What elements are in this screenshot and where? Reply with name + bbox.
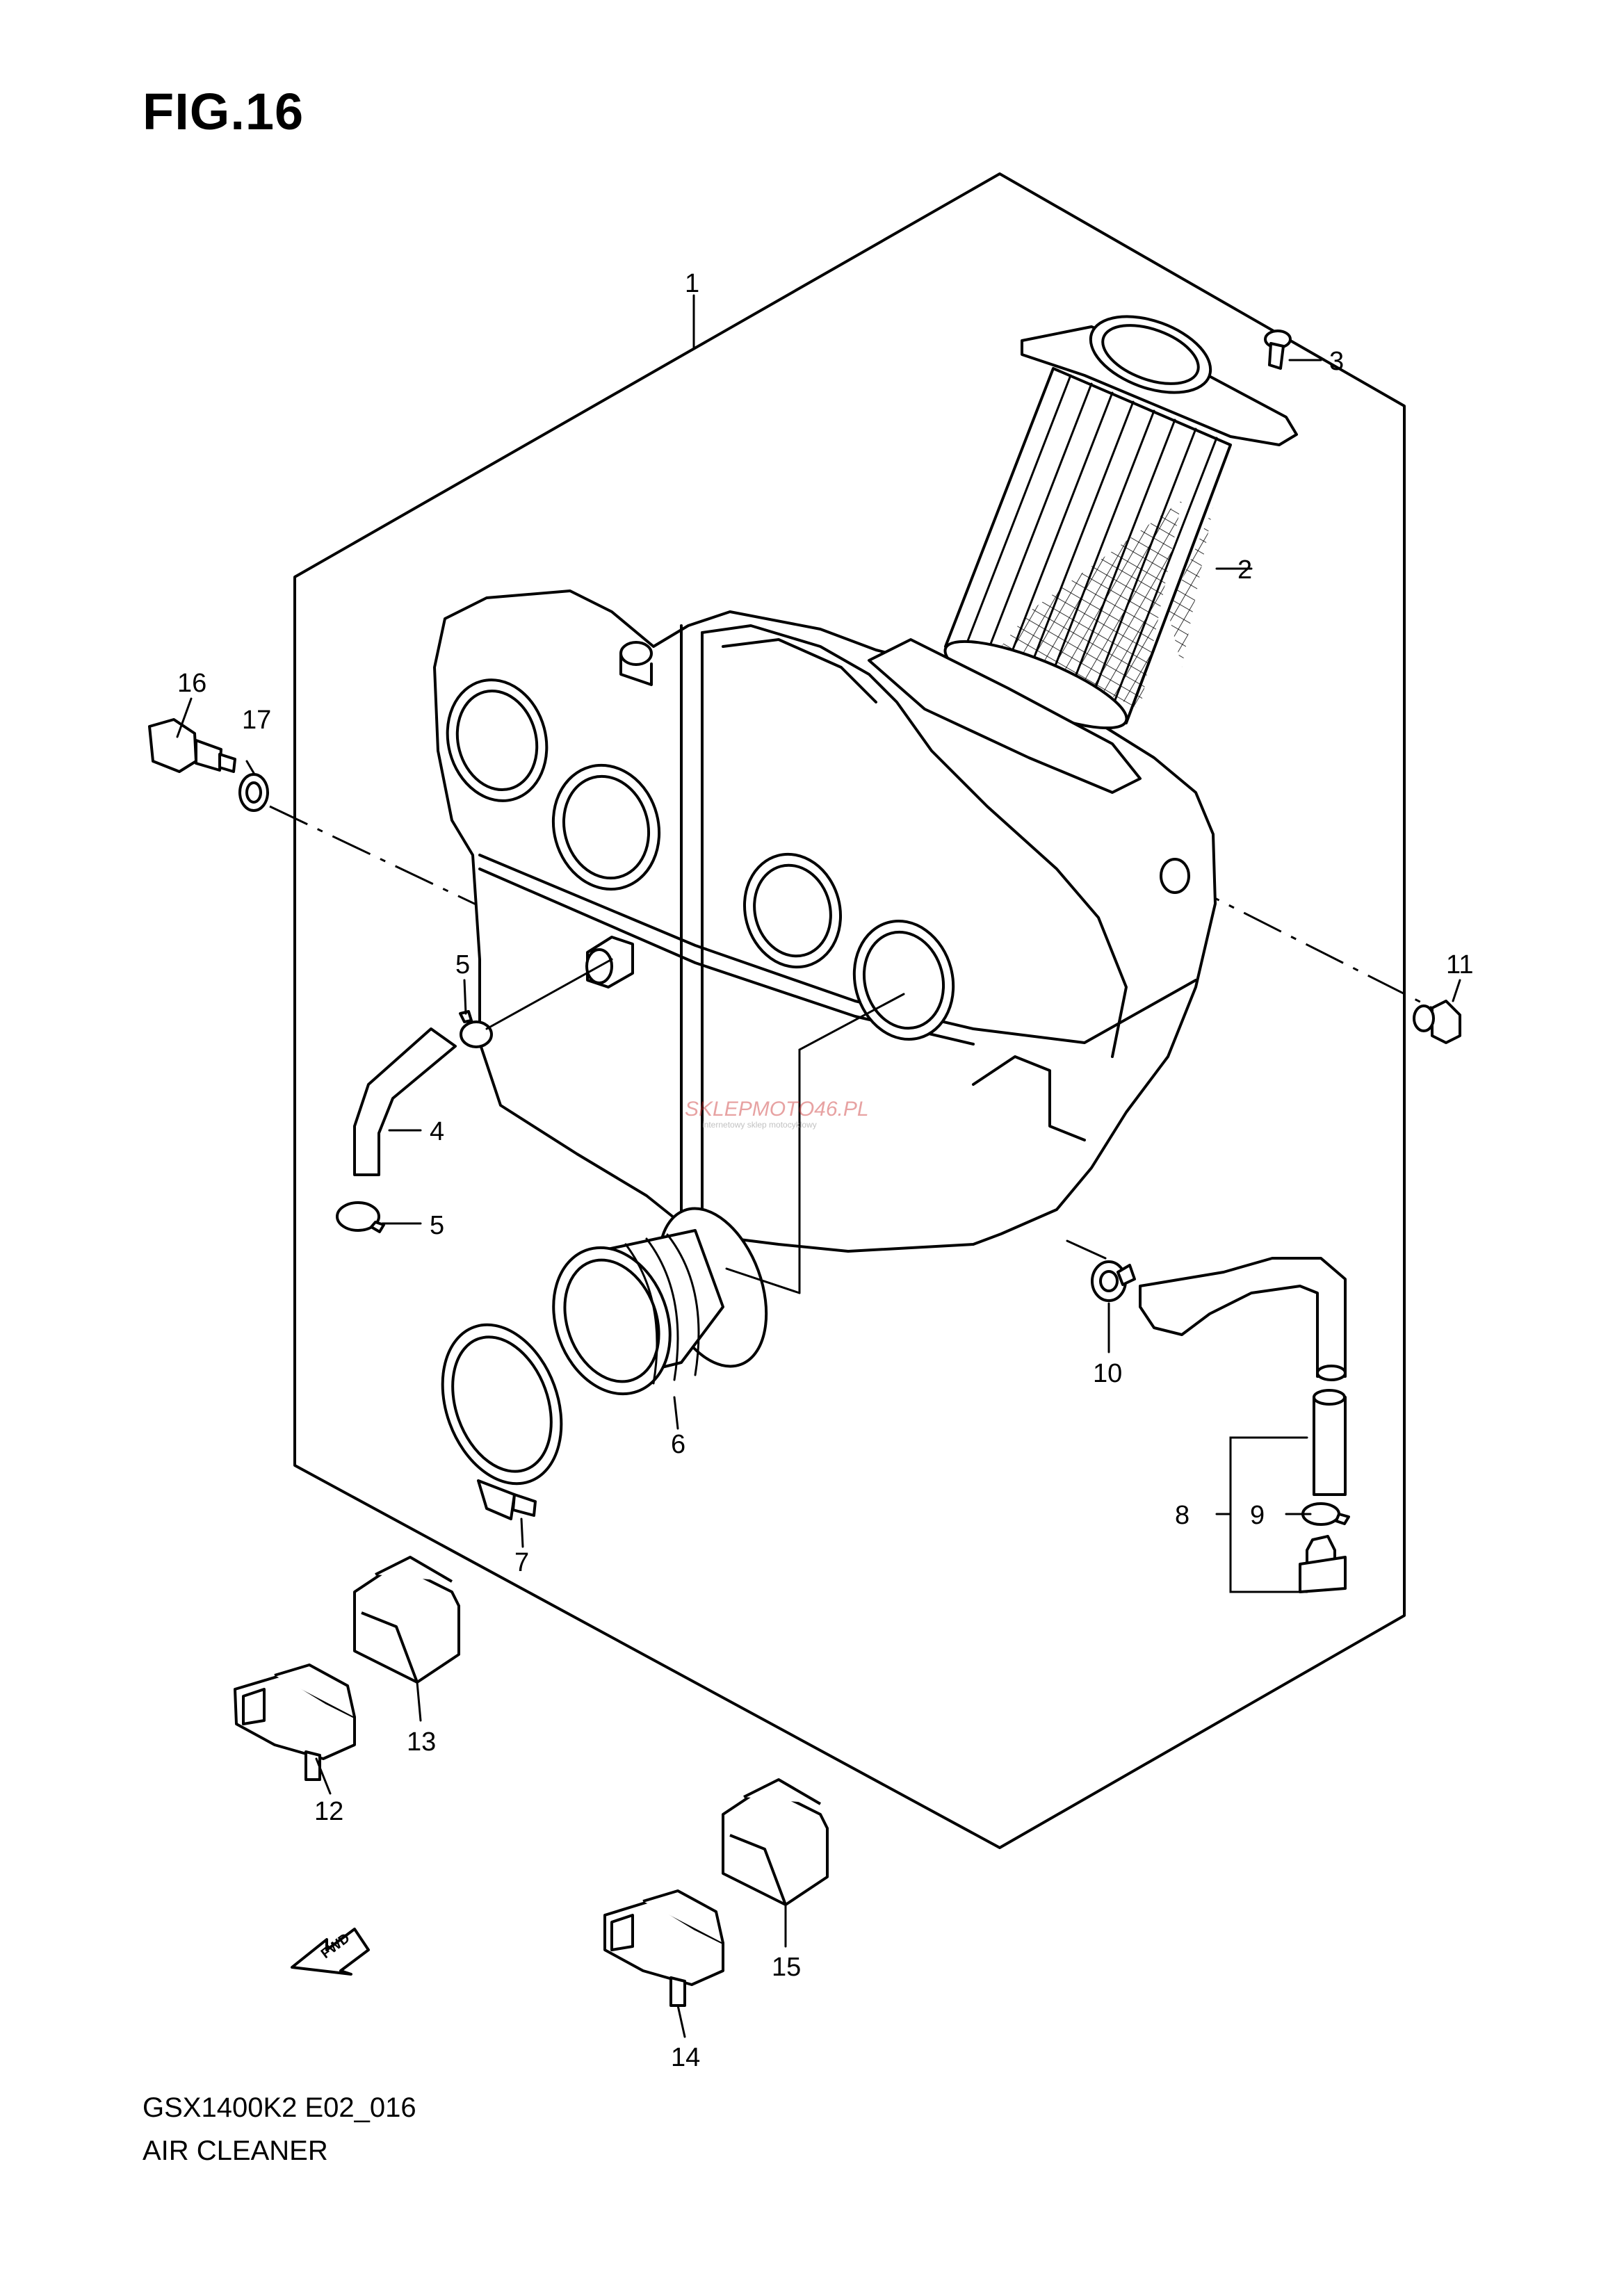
forward-arrow-icon: FWD xyxy=(291,1928,370,1976)
callout-6: 6 xyxy=(671,1430,685,1459)
connector-holder-15 xyxy=(722,1778,829,1906)
leader-lines xyxy=(176,294,1461,2038)
watermark: SKLEPMOTO46.PL internetowy sklep motocyk… xyxy=(685,1098,869,1130)
duct-clamp xyxy=(441,1323,563,1520)
figure-name: AIR CLEANER xyxy=(143,2136,328,2166)
drain-plug-tube xyxy=(1313,1389,1347,1496)
sensor-connector-14 xyxy=(603,1889,724,2007)
callout-1: 1 xyxy=(685,269,699,298)
alignment-line-bolt xyxy=(1181,880,1447,1016)
intake-duct xyxy=(552,1207,768,1396)
intake-air-temp-sensor xyxy=(148,718,236,773)
callout-7: 7 xyxy=(514,1548,529,1577)
housing-grommet xyxy=(1160,858,1190,894)
callout-15: 15 xyxy=(772,1953,801,1982)
figure-code: GSX1400K2 E02_016 xyxy=(143,2092,416,2123)
callout-11: 11 xyxy=(1446,950,1473,979)
callout-9: 9 xyxy=(1250,1501,1265,1530)
callout-13: 13 xyxy=(407,1727,436,1757)
callout-5b: 5 xyxy=(430,1211,444,1240)
drain-plug-clamp xyxy=(1301,1502,1350,1526)
connector-holder-13 xyxy=(353,1556,460,1684)
watermark-subtext: internetowy sklep motocyklowy xyxy=(702,1120,817,1130)
hose-clamp-lower xyxy=(336,1201,385,1233)
sensor-gasket xyxy=(238,773,269,812)
callout-4: 4 xyxy=(430,1117,444,1146)
callout-14: 14 xyxy=(671,2043,700,2072)
callout-3: 3 xyxy=(1329,347,1344,376)
callout-numbers: 1 2 3 4 5 5 6 7 8 9 10 11 12 13 14 15 16… xyxy=(177,269,1473,2072)
intake-openings xyxy=(446,678,955,1041)
callout-16: 16 xyxy=(177,669,206,698)
callout-5a: 5 xyxy=(455,950,470,979)
callout-12: 12 xyxy=(314,1797,343,1826)
drain-hose-end xyxy=(1316,1365,1347,1381)
watermark-text: SKLEPMOTO46.PL xyxy=(685,1098,869,1121)
air-filter-element xyxy=(868,315,1298,794)
filter-screw xyxy=(1264,330,1292,370)
callout-10: 10 xyxy=(1093,1359,1122,1388)
figure-title: FIG.16 xyxy=(143,83,304,140)
drain-plug xyxy=(1299,1535,1347,1593)
assembly-boundary xyxy=(293,172,1406,1849)
callout-8: 8 xyxy=(1175,1501,1189,1530)
drain-hose xyxy=(1139,1257,1347,1378)
housing-bolt xyxy=(1413,1000,1461,1044)
drain-hose-clamp xyxy=(1091,1260,1136,1302)
breather-hose xyxy=(353,1027,457,1176)
hose-clamp-upper xyxy=(459,1010,493,1048)
callout-17: 17 xyxy=(242,706,271,735)
sensor-connector-12 xyxy=(234,1663,356,1781)
callout-2: 2 xyxy=(1237,555,1252,585)
